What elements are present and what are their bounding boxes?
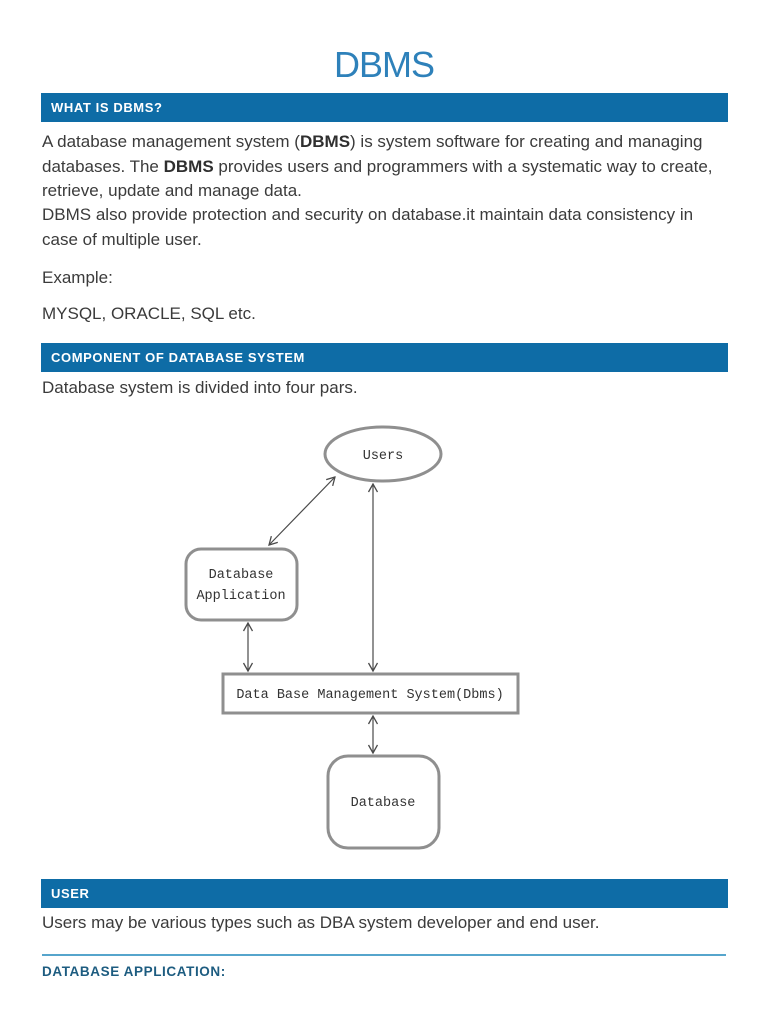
- node-users: [323, 425, 443, 483]
- node-database-application-label-line2: Application: [196, 589, 285, 604]
- node-database: [326, 754, 441, 850]
- paragraph-example-label: Example:: [42, 268, 113, 287]
- section-heading-component-of-database-system: COMPONENT OF DATABASE SYSTEM: [41, 343, 728, 372]
- node-database-application-label-line1: Database: [209, 568, 274, 583]
- paragraph-dbms-protection: DBMS also provide protection and securit…: [42, 205, 694, 249]
- paragraph-component-intro: Database system is divided into four par…: [42, 378, 358, 397]
- arrow-users-application: [269, 477, 335, 545]
- text-run: provides users and programmers with a sy…: [42, 156, 713, 201]
- section-heading-label: COMPONENT OF DATABASE SYSTEM: [51, 350, 305, 365]
- divider-line: [42, 954, 726, 956]
- node-database-application: [184, 547, 299, 622]
- node-database-label: Database: [351, 796, 416, 811]
- page-title: DBMS: [333, 44, 435, 85]
- text-run-bold: DBMS: [299, 132, 351, 151]
- section-heading-label: WHAT IS DBMS?: [51, 100, 163, 115]
- text-run-bold: DBMS: [163, 156, 214, 176]
- text-run: A database management system (: [42, 132, 300, 151]
- paragraph-dbms-definition: A database management system (DBMS) is s…: [42, 130, 732, 204]
- section-heading-user: USER: [41, 879, 728, 908]
- section-heading-what-is-dbms: WHAT IS DBMS?: [41, 93, 728, 122]
- text-run: ) is system software for creating and ma…: [42, 132, 703, 176]
- subheading-database-application: DATABASE APPLICATION:: [42, 964, 226, 979]
- node-users-label: Users: [363, 449, 404, 464]
- paragraph-user-types: Users may be various types such as DBA s…: [42, 913, 600, 932]
- paragraph-example-list: MYSQL, ORACLE, SQL etc.: [42, 304, 256, 323]
- section-heading-label: USER: [51, 886, 90, 901]
- node-dbms-label: Data Base Management System(Dbms): [236, 688, 503, 703]
- component-diagram: Users Database Application Data Base Man…: [184, 425, 520, 850]
- node-dbms: [221, 672, 520, 715]
